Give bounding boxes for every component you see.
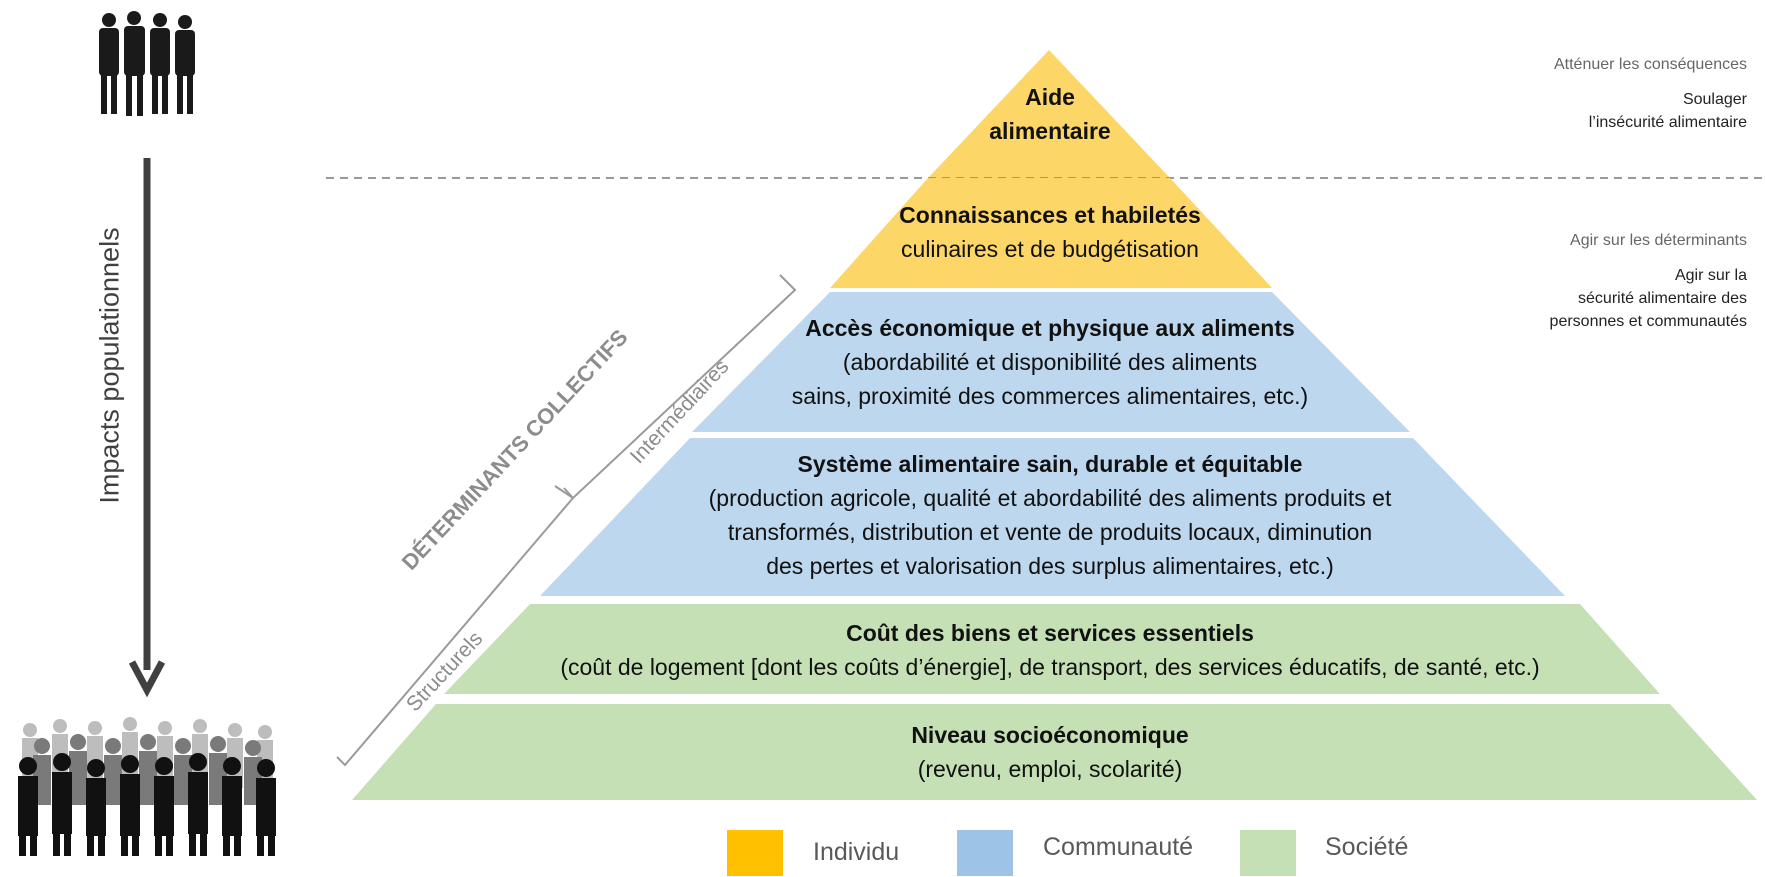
tier-subtitle: (revenu, emploi, scolarité) xyxy=(917,756,1183,782)
blue-swatch xyxy=(957,830,1013,876)
tier-systeme-shape xyxy=(540,438,1565,596)
tier-subtitle: culinaires et de budgétisation xyxy=(901,236,1199,262)
down-arrow-head xyxy=(128,660,166,698)
tier-subtitle: (coût de logement [dont les coûts d’éner… xyxy=(560,654,1540,680)
tier-connaissances: Connaissances et habiletés culinaires et… xyxy=(800,198,1300,266)
tier-title: Coût des biens et services essentiels xyxy=(846,620,1254,646)
bracket-upper xyxy=(563,274,797,500)
tier-connaissances-shape xyxy=(830,178,1272,288)
bracket-notch xyxy=(554,485,574,499)
bracket-lower xyxy=(336,497,574,767)
side-note-heading: Agir sur les déterminants xyxy=(1570,232,1747,249)
side-note-heading: Atténuer les conséquences xyxy=(1553,56,1747,73)
legend-label-societe: Société xyxy=(1325,833,1409,861)
tier-title: Niveau socioéconomique xyxy=(911,722,1189,748)
tier-title: Connaissances et habiletés xyxy=(899,202,1201,228)
legend-label-individu: Individu xyxy=(813,838,900,866)
side-note-consequences: Atténuer les conséquences Soulager l’ins… xyxy=(1554,54,1747,134)
small-group-silhouette-icon xyxy=(99,11,195,116)
yellow-swatch xyxy=(727,830,783,876)
left-axis-label: Impacts populationnels xyxy=(94,227,125,504)
tier-aide-title-line2: alimentaire xyxy=(989,118,1111,144)
tier-niveau-shape xyxy=(352,704,1757,800)
tier-subtitle: (abordabilité et disponibilité des alime… xyxy=(791,349,1309,409)
tier-niveau: Niveau socioéconomique (revenu, emploi, … xyxy=(700,718,1400,786)
tier-aide-shape xyxy=(928,50,1170,178)
tier-aide-title-line1: Aide xyxy=(1025,84,1075,110)
green-swatch xyxy=(1240,830,1296,876)
tier-systeme: Système alimentaire sain, durable et équ… xyxy=(600,447,1500,583)
side-note-determinants: Agir sur les déterminants Agir sur la sé… xyxy=(1550,230,1747,333)
tier-title: Accès économique et physique aux aliment… xyxy=(805,315,1295,341)
tier-cout-shape xyxy=(444,604,1660,694)
tier-subtitle: (production agricole, qualité et abordab… xyxy=(708,485,1392,579)
tier-acces: Accès économique et physique aux aliment… xyxy=(700,311,1400,413)
tier-acces-shape xyxy=(692,292,1410,432)
tier-cout: Coût des biens et services essentiels (c… xyxy=(460,616,1640,684)
tier-title: Système alimentaire sain, durable et équ… xyxy=(797,451,1303,477)
side-note-body: Soulager l’insécurité alimentaire xyxy=(1588,91,1747,131)
crowd-silhouette-icon xyxy=(18,717,276,856)
tier-aide: Aide alimentaire xyxy=(950,80,1150,148)
side-note-body: Agir sur la sécurité alimentaire des per… xyxy=(1549,267,1747,330)
legend-label-communaute: Communauté xyxy=(1043,833,1194,861)
